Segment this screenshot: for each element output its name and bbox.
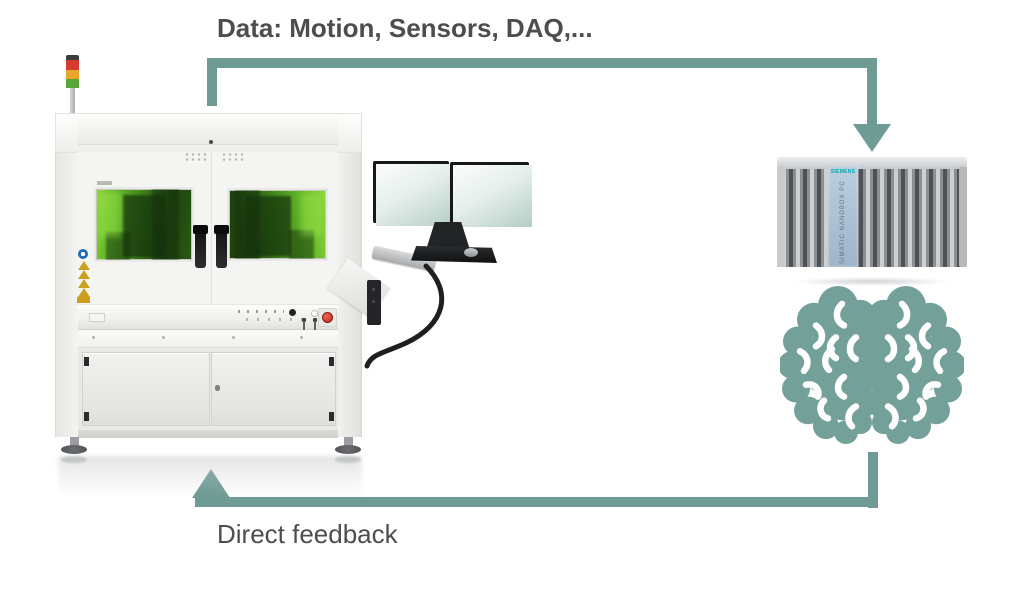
pc-front-panel: SIEMENS SIMATIC NANOBOX PC [828, 166, 858, 267]
data-line-horizontal [207, 58, 877, 68]
pc-top-cap [777, 157, 967, 169]
monitor-right [450, 162, 532, 227]
screw [300, 336, 303, 339]
signal-tower-red-light [66, 60, 79, 70]
laser-window-right [227, 188, 328, 261]
brain-left-hemisphere [780, 286, 886, 445]
key-switch-stem [303, 321, 305, 331]
door-handle-left[interactable] [193, 225, 208, 268]
machine-brand-mark [97, 181, 112, 185]
feedback-label: Direct feedback [217, 519, 398, 549]
machine-top-panel [78, 119, 338, 145]
door-hinge [329, 357, 334, 366]
machine-sensor-dot [209, 140, 213, 144]
emergency-stop-plate [318, 308, 337, 327]
foot-reflection [61, 456, 87, 463]
machine-door-split [211, 152, 212, 304]
pc-cooling-fins [777, 169, 967, 267]
control-panel-strip [78, 304, 338, 330]
mouse[interactable] [464, 248, 478, 257]
signal-tower-green-light [66, 79, 79, 88]
keyboard-tray[interactable] [411, 246, 497, 263]
pc-left-edge [777, 167, 785, 267]
machine-reflection [58, 456, 362, 496]
leveling-foot [335, 445, 361, 454]
machine-left-frame [55, 113, 81, 437]
monitor-left [373, 161, 452, 226]
foot-reflection [335, 456, 361, 463]
vent-holes [184, 152, 208, 162]
monitor-mount [426, 222, 470, 250]
pc-model-text: SIMATIC NANOBOX PC [840, 180, 846, 264]
cabinet-door-right[interactable] [211, 352, 336, 426]
brain-right-hemisphere [858, 286, 964, 445]
leveling-foot [70, 437, 79, 446]
label-sticker [77, 297, 90, 303]
leveling-foot [61, 445, 87, 454]
brain-icon [780, 286, 964, 445]
screw [92, 336, 95, 339]
door-hinge [329, 412, 334, 421]
feedback-line-horizontal [195, 497, 878, 507]
signal-tower-amber-light [66, 70, 79, 79]
signal-tower-pole [70, 88, 75, 114]
panel-markings [246, 318, 304, 321]
door-hinge [84, 357, 89, 366]
door-hinge [84, 412, 89, 421]
laser-window-left [94, 187, 194, 262]
siemens-logo: SIEMENS [830, 169, 856, 175]
door-handle-right[interactable] [214, 225, 229, 268]
blue-mandatory-sticker [78, 249, 88, 259]
black-button[interactable] [289, 309, 296, 316]
data-flow-label: Data: Motion, Sensors, DAQ,... [217, 13, 593, 43]
screw [162, 336, 165, 339]
warning-triangle-icon [78, 261, 90, 270]
signal-tower-icon [66, 55, 79, 60]
key-switch-stem [314, 321, 316, 331]
warning-triangle-icon [78, 270, 90, 279]
panel-markings [238, 310, 284, 313]
panel-label [89, 313, 105, 322]
screw [232, 336, 235, 339]
data-line-left-vertical [207, 60, 217, 106]
data-line-right-vertical [867, 58, 877, 126]
work-shelf [78, 330, 338, 348]
warning-triangle-icon [78, 288, 90, 297]
pc-shadow [792, 277, 952, 286]
arm-mount-rail [367, 280, 381, 325]
door-lock[interactable] [215, 385, 220, 391]
emergency-stop-button[interactable] [322, 312, 333, 323]
machine-base [78, 430, 338, 438]
feedback-line-right-vertical [868, 452, 878, 508]
leveling-foot [344, 437, 353, 446]
white-button[interactable] [311, 310, 318, 317]
arrow-down-icon [853, 124, 891, 152]
key-switch[interactable] [302, 318, 306, 322]
vent-holes [221, 152, 245, 162]
siemens-nanobox-pc: SIEMENS SIMATIC NANOBOX PC [777, 157, 967, 275]
key-switch[interactable] [313, 318, 317, 322]
pc-right-edge [959, 167, 967, 267]
warning-triangle-icon [78, 279, 90, 288]
cabinet-door-left[interactable] [82, 352, 210, 426]
